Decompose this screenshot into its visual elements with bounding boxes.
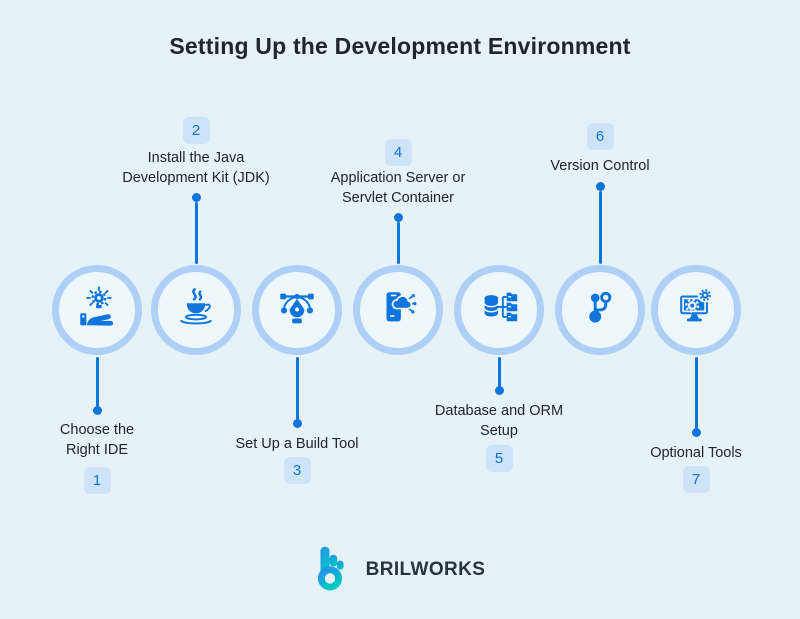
step-2-number-badge: 2 [182,117,210,144]
step-6-label: Version Control [550,158,650,174]
database-orm-icon [476,285,522,336]
step-4-connector [396,222,400,264]
step-5-circle [454,265,544,355]
step-6-connector-dot [595,182,605,191]
step-3-connector [295,357,299,420]
step-3-connector-dot [292,419,302,428]
step-2-connector-dot [191,193,201,202]
step-6-connector [598,191,602,264]
java-cup-icon [173,285,219,336]
step-3-number-badge: 3 [283,457,311,484]
step-4-label: Application Server or Servlet Container [330,170,466,206]
brilworks-logo-mark [315,544,355,596]
step-4-circle [353,265,443,355]
step-1-label: Choose the Right IDE [59,422,135,458]
step-5-number-badge: 5 [485,445,513,472]
step-5-label: Database and ORM Setup [434,403,564,439]
step-6-circle [555,265,645,355]
step-3-label: Set Up a Build Tool [235,436,359,452]
page-title: Setting Up the Development Environment [169,33,631,59]
step-1-connector-dot [92,406,102,415]
step-5: Database and ORM Setup 5 [414,0,584,619]
step-1-circle [52,265,142,355]
step-2-circle [151,265,241,355]
brilworks-logo-text: BRILWORKS [365,559,486,580]
mobile-cloud-icon [375,285,421,336]
monitor-gears-icon [673,285,719,336]
step-7-connector [694,357,698,429]
step-2-connector [194,202,198,264]
step-6-number-badge: 6 [586,123,614,150]
step-1-connector [95,357,99,407]
step-2-label: Install the Java Development Kit (JDK) [122,150,270,186]
step-7-number-badge: 7 [682,466,710,493]
idea-hand-icon [74,285,120,336]
step-7: Optional Tools 7 [611,0,781,619]
step-7-connector-dot [691,428,701,437]
step-3-circle [252,265,342,355]
step-6: Version Control 6 [515,0,685,619]
step-7-label: Optional Tools [650,445,742,461]
step-1: Choose the Right IDE 1 [12,0,182,619]
step-4: Application Server or Servlet Container … [313,0,483,619]
git-branch-icon [577,285,623,336]
step-4-number-badge: 4 [384,139,412,166]
step-5-connector [497,357,501,387]
step-3: Set Up a Build Tool 3 [212,0,382,619]
step-4-connector-dot [393,213,403,222]
step-1-number-badge: 1 [83,467,111,494]
pen-tool-icon [274,285,320,336]
step-5-connector-dot [494,386,504,395]
brilworks-logo: BRILWORKS [0,545,800,595]
step-7-circle [651,265,741,355]
step-2: Install the Java Development Kit (JDK) 2 [111,0,281,619]
